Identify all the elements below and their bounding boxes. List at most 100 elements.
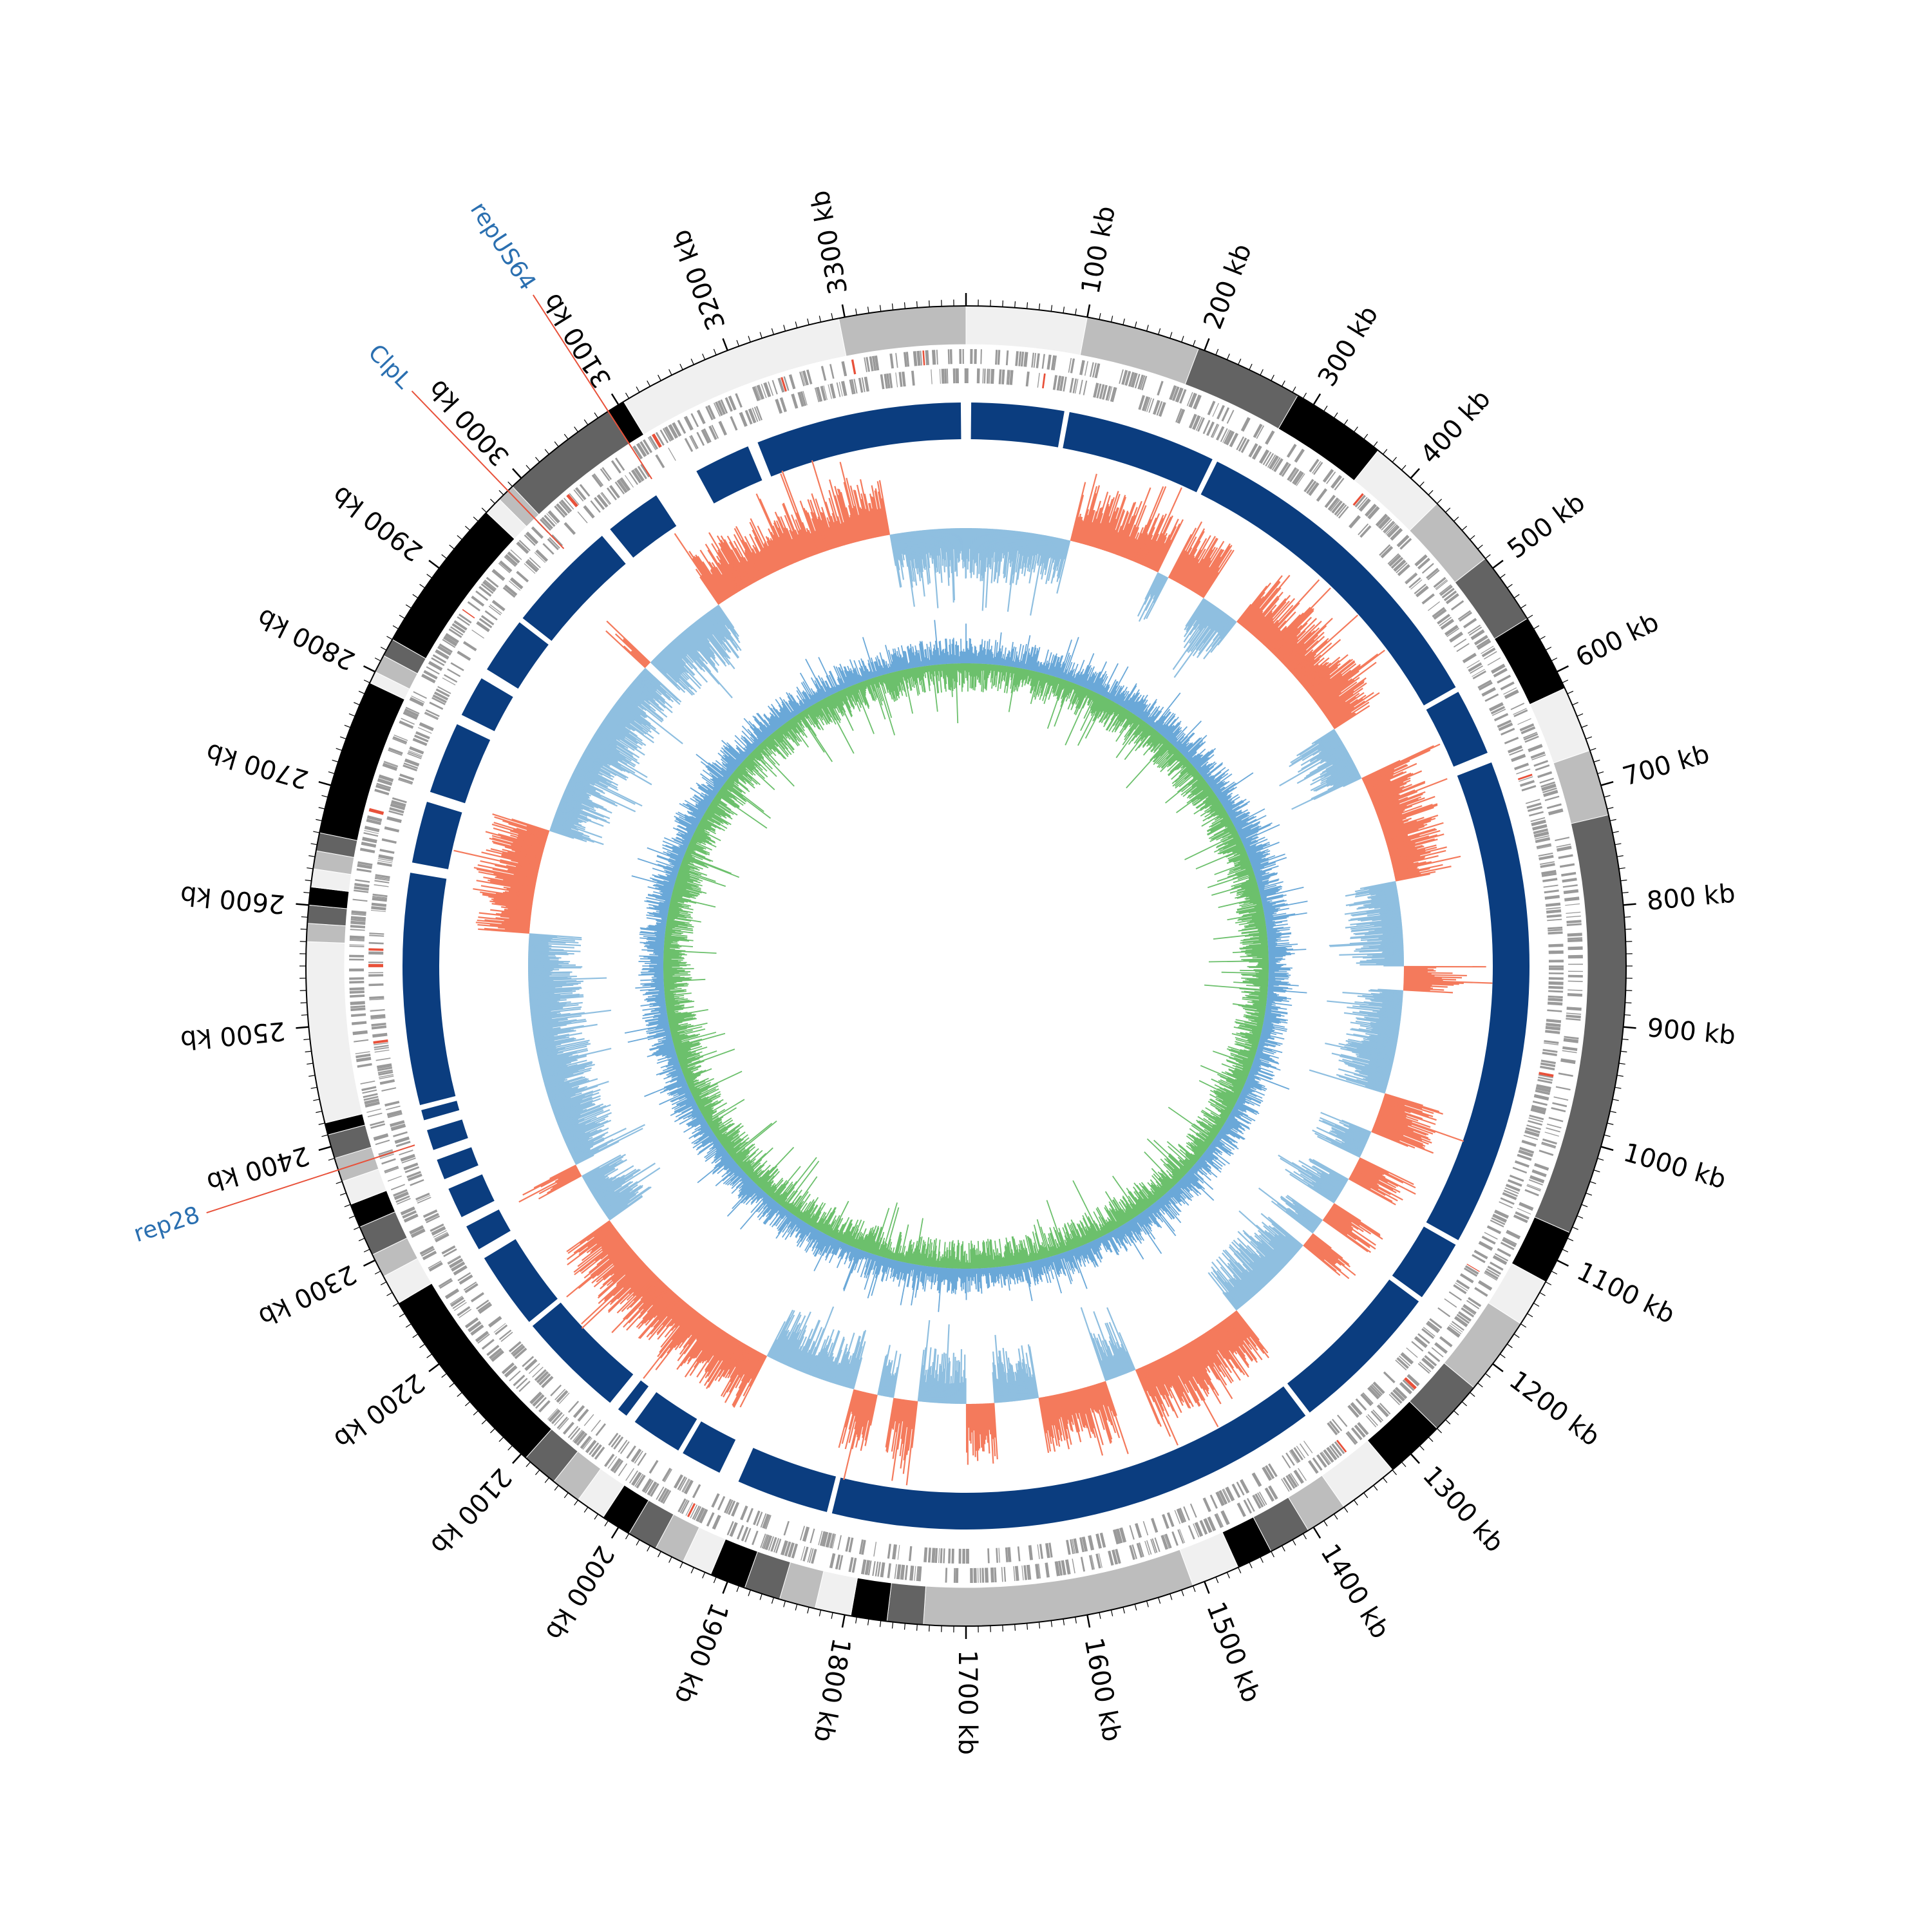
gene-feature — [1243, 1499, 1252, 1514]
gc-skew-bar — [1306, 1240, 1336, 1265]
gene-feature — [354, 1039, 369, 1043]
gene-feature — [361, 1086, 377, 1092]
gene-feature — [980, 1567, 981, 1583]
gc-skew-bar — [1047, 537, 1059, 582]
gene-feature — [996, 1548, 998, 1563]
gc-skew-bar — [705, 612, 740, 658]
gene-feature — [1506, 1229, 1521, 1240]
gc-skew-bar — [533, 1024, 567, 1031]
gc-skew-bar — [1160, 1358, 1182, 1401]
gene-feature — [1112, 1529, 1120, 1545]
gc-skew-bar — [766, 540, 781, 570]
gc-skew-bar — [702, 561, 728, 600]
gc-skew-bar — [1310, 1235, 1351, 1268]
gc-skew-bar — [1196, 549, 1225, 594]
gc-skew-bar — [563, 1122, 601, 1140]
minor-tick — [348, 1215, 355, 1219]
minor-tick — [392, 625, 399, 630]
gene-feature — [1327, 497, 1340, 511]
gene-feature — [1429, 1318, 1443, 1329]
gene-feature — [594, 497, 605, 510]
gc-skew-bar — [789, 529, 803, 561]
gc-skew-bar — [750, 518, 777, 572]
gc-skew-bar — [507, 868, 538, 876]
gene-feature — [948, 1548, 951, 1564]
gc-skew-bar — [1266, 627, 1287, 649]
gc-skew-bar — [599, 1181, 638, 1208]
gc-skew-bar — [540, 1063, 567, 1072]
gene-feature — [374, 877, 390, 882]
gene-feature — [672, 422, 682, 437]
gc-skew-bar — [1151, 542, 1166, 570]
gene-feature — [611, 460, 621, 474]
gc-skew-bar — [864, 1394, 876, 1441]
gc-skew-bar — [1359, 1054, 1394, 1063]
gc-skew-bar — [1352, 1051, 1394, 1062]
gc-skew-bar — [1347, 1065, 1390, 1077]
gene-feature — [1557, 846, 1572, 852]
gc-skew-bar — [1361, 945, 1404, 949]
gc-skew-bar — [1186, 607, 1218, 652]
gc-skew-bar — [538, 1054, 573, 1063]
gc-content-bar — [1016, 643, 1022, 668]
gc-skew-bar — [605, 716, 630, 734]
gc-skew-bar — [810, 511, 826, 552]
gene-feature — [936, 350, 938, 365]
gc-skew-bar — [1379, 804, 1433, 824]
gene-feature — [659, 430, 669, 444]
gc-skew-bar — [710, 609, 734, 641]
gc-skew-bar — [626, 1285, 668, 1331]
gene-feature — [452, 1300, 466, 1309]
gene-feature — [938, 1548, 940, 1564]
gene-feature — [753, 406, 761, 421]
gc-skew-bar — [1007, 530, 1012, 553]
gc-skew-bar — [1027, 1344, 1038, 1399]
gene-feature — [866, 357, 870, 372]
gc-skew-bar — [1202, 612, 1226, 644]
gc-skew-bar — [1383, 817, 1432, 835]
gc-skew-bar — [1333, 705, 1370, 730]
gc-skew-bar — [558, 806, 588, 819]
gc-skew-bar — [849, 1345, 863, 1389]
gene-feature — [419, 722, 434, 732]
gc-skew-bar — [1382, 1101, 1429, 1117]
gc-skew-bar — [988, 529, 992, 565]
gc-skew-bar — [763, 544, 778, 572]
gene-feature — [1548, 967, 1564, 971]
gc-skew-bar — [1293, 656, 1315, 676]
gene-feature — [681, 1500, 690, 1515]
gene-feature — [384, 761, 399, 767]
gc-skew-bar — [600, 723, 638, 749]
minor-tick — [386, 1292, 393, 1296]
gc-skew-bar — [1320, 681, 1358, 710]
gc-skew-bar — [616, 700, 651, 727]
gc-skew-bar — [535, 1036, 566, 1043]
gene-feature — [403, 762, 419, 770]
gene-feature — [608, 1432, 619, 1446]
gc-skew-bar — [1296, 658, 1320, 680]
gc-skew-bar — [1233, 1312, 1269, 1359]
gc-skew-bar — [1362, 743, 1441, 781]
minor-tick — [336, 748, 343, 751]
gc-skew-bar — [1188, 538, 1218, 589]
gc-skew-bar — [1383, 950, 1404, 953]
gc-skew-bar — [932, 529, 937, 573]
gc-skew-bar — [914, 531, 921, 573]
gc-skew-bar — [927, 1365, 932, 1403]
gene-feature — [508, 1341, 522, 1353]
gene-feature — [712, 1515, 721, 1530]
gc-skew-bar — [1316, 670, 1359, 704]
gc-skew-bar — [599, 724, 645, 756]
gc-skew-bar — [638, 1294, 677, 1339]
gc-skew-bar — [1253, 594, 1291, 637]
gc-skew-bar — [1217, 621, 1237, 646]
gc-skew-bar — [1118, 1332, 1136, 1370]
gc-skew-bar — [1393, 866, 1418, 873]
gene-feature — [399, 1150, 413, 1156]
gc-skew-bar — [1026, 1373, 1032, 1399]
minor-tick — [441, 554, 447, 559]
gc-skew-bar — [1184, 562, 1200, 587]
scale-tick-label: 1900 kb — [668, 1599, 734, 1708]
gene-feature — [398, 779, 413, 785]
gene-feature — [1397, 564, 1410, 576]
